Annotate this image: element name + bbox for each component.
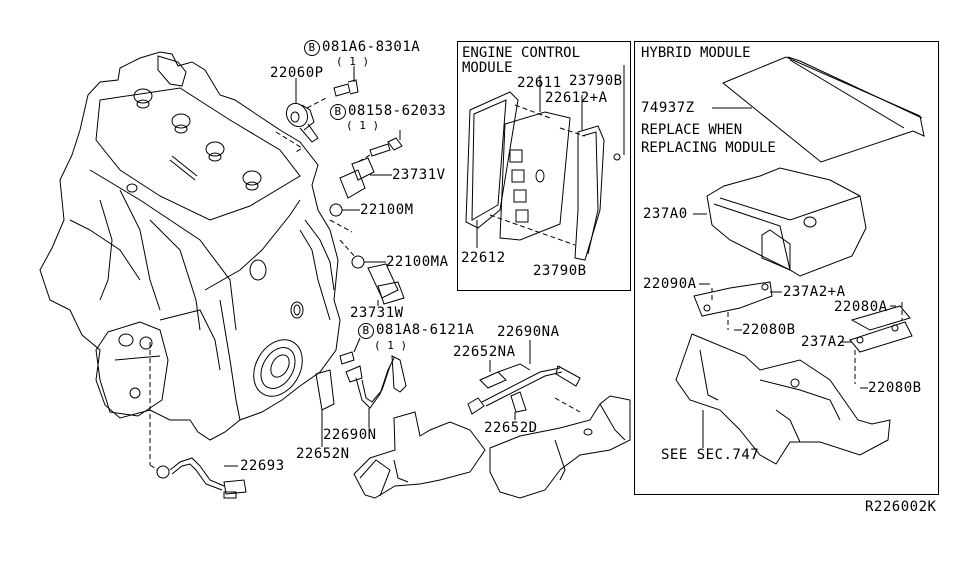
callout-23731W[interactable]: 23731W <box>350 305 404 321</box>
part-number: 081A6-8301A <box>322 39 421 55</box>
ecm-title-line2: MODULE <box>462 60 513 76</box>
callout-bolt-08158-qty: ( 1 ) <box>346 119 380 132</box>
hybrid-module-box <box>634 41 939 495</box>
callout-22652N[interactable]: 22652N <box>296 446 350 462</box>
crank-sensor-drawing <box>156 457 247 499</box>
callout-22652NA[interactable]: 22652NA <box>453 344 516 360</box>
part-number: 08158-62033 <box>348 103 447 119</box>
ecm-drawing <box>465 91 621 261</box>
callout-bolt-081a6-qty: ( 1 ) <box>336 55 370 68</box>
bolt-b-marker-icon: B <box>330 104 346 120</box>
callout-22080A-right[interactable]: 22080A <box>834 299 888 315</box>
callout-22690NA[interactable]: 22690NA <box>497 324 560 340</box>
hybrid-note-line1: REPLACE WHEN <box>641 122 743 138</box>
bolt-b-marker-icon: B <box>358 323 374 339</box>
hybrid-title: HYBRID MODULE <box>641 45 751 61</box>
callout-237A2[interactable]: 237A2 <box>801 334 846 350</box>
callout-22080A-left[interactable]: 22090A <box>643 276 697 292</box>
engine-block-drawing <box>39 51 341 471</box>
callout-22060P[interactable]: 22060P <box>270 65 324 81</box>
exhaust-pipe-drawing <box>353 395 631 499</box>
cam-sensor-drawing <box>329 137 405 305</box>
ecm-box <box>457 41 631 291</box>
callout-22690N[interactable]: 22690N <box>323 427 377 443</box>
diagram-reference-code: R226002K <box>865 499 937 515</box>
bolt-b-marker-icon: B <box>304 40 320 56</box>
callout-22100M[interactable]: 22100M <box>360 202 414 218</box>
callout-22612[interactable]: 22612 <box>461 250 506 266</box>
callout-23790B-bottom[interactable]: 23790B <box>533 263 587 279</box>
callout-see-sec-747[interactable]: SEE SEC.747 <box>661 447 760 463</box>
callout-74937Z[interactable]: 74937Z <box>641 100 695 116</box>
callout-22693[interactable]: 22693 <box>240 458 285 474</box>
callout-237A0[interactable]: 237A0 <box>643 206 688 222</box>
callout-22100MA[interactable]: 22100MA <box>386 254 449 270</box>
callout-22080B-right[interactable]: 22080B <box>868 380 922 396</box>
callout-22080B-left[interactable]: 22080B <box>742 322 796 338</box>
leader-lines <box>224 65 896 467</box>
callout-23731V[interactable]: 23731V <box>392 167 446 183</box>
ecm-title-line1: ENGINE CONTROL <box>462 45 581 61</box>
callout-22652D[interactable]: 22652D <box>484 420 538 436</box>
hybrid-note-line2: REPLACING MODULE <box>641 140 776 156</box>
callout-bolt-081a8-qty: ( 1 ) <box>374 339 408 352</box>
callout-22612A[interactable]: 22612+A <box>545 90 608 106</box>
hybrid-drawing <box>675 56 925 465</box>
oxygen-sensor-drawing <box>315 351 581 415</box>
knock-sensor-drawing <box>275 79 359 153</box>
part-number: 081A8-6121A <box>376 322 475 338</box>
callout-237A2A[interactable]: 237A2+A <box>783 284 846 300</box>
callout-23790B-top[interactable]: 23790B <box>569 73 623 89</box>
callout-22611[interactable]: 22611 <box>517 75 562 91</box>
